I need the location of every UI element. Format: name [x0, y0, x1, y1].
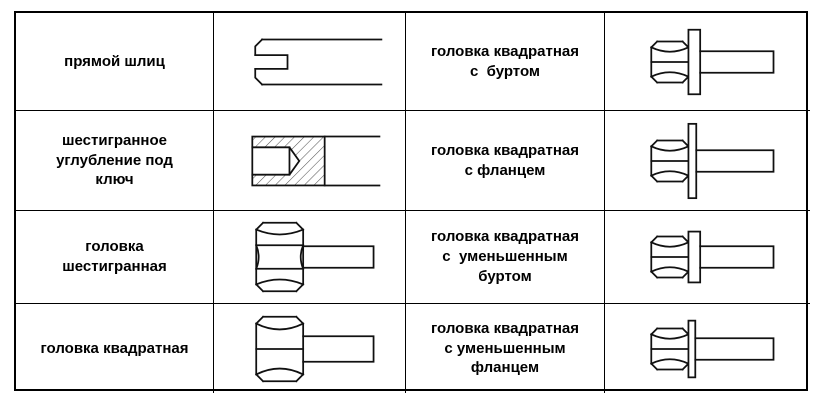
head-type-label: головка квадратная — [40, 339, 189, 357]
head-type-label: головка квадратная с уменьшенным фланцем — [431, 319, 579, 377]
drawing-cell — [605, 211, 810, 304]
square-head-drawing — [254, 314, 374, 383]
label-cell: головка квадратная с уменьшенным буртом — [406, 211, 605, 304]
label-cell: головка шестигранная — [16, 211, 214, 304]
label-cell: прямой шлиц — [16, 13, 214, 111]
head-type-label: головка квадратная с уменьшенным буртом — [431, 228, 579, 285]
square-head-with-reduced-collar-drawing — [649, 230, 774, 284]
hex-socket-drawing — [250, 135, 380, 186]
straight-slot-drawing — [253, 37, 382, 86]
drawing-cell — [214, 111, 406, 211]
head-type-label: шестигранное углубление под ключ — [56, 131, 173, 189]
label-cell: головка квадратная с буртом — [406, 13, 605, 111]
label-cell: головка квадратная с фланцем — [406, 111, 605, 211]
drawing-cell — [214, 13, 406, 111]
head-type-label: головка квадратная с буртом — [431, 42, 579, 80]
label-cell: головка квадратная с уменьшенным фланцем — [406, 304, 605, 393]
hex-head-drawing — [254, 221, 374, 293]
square-head-with-reduced-flange-drawing — [649, 319, 774, 378]
drawing-cell — [605, 13, 810, 111]
head-type-label: головка шестигранная — [62, 238, 167, 275]
square-head-with-collar-drawing — [649, 28, 774, 95]
square-head-with-flange-drawing — [649, 122, 774, 199]
drawing-cell — [605, 304, 810, 393]
fastener-table: прямой шлиц головка квадратная с буртом — [14, 11, 810, 393]
label-cell: головка квадратная — [16, 304, 214, 393]
drawing-cell — [605, 111, 810, 211]
drawing-cell — [214, 211, 406, 304]
head-type-label: прямой шлиц — [64, 52, 165, 70]
drawing-cell — [214, 304, 406, 393]
head-type-label: головка квадратная с фланцем — [431, 141, 579, 179]
label-cell: шестигранное углубление под ключ — [16, 111, 214, 211]
